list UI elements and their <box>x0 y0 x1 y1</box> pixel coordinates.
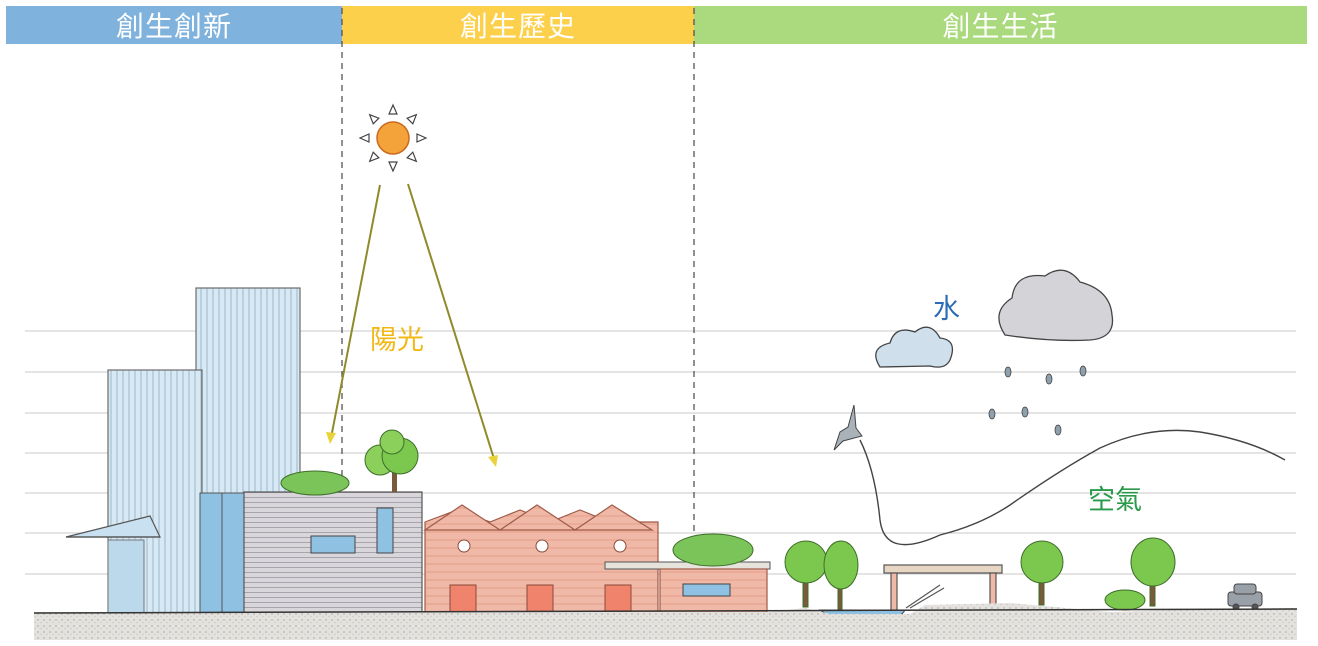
ground <box>33 603 1298 640</box>
canopy <box>65 515 161 538</box>
water-label: 水 <box>933 294 960 325</box>
car-icon <box>1227 583 1263 611</box>
section-header-history: 創生歷史 <box>342 6 694 44</box>
ray-arrowhead <box>326 432 498 467</box>
office-tower <box>107 287 301 615</box>
tree-icon <box>280 429 419 496</box>
sunlight-ray <box>330 183 496 463</box>
section-title: 創生生活 <box>942 10 1059 43</box>
bush-icon <box>672 533 754 567</box>
historic-factory <box>423 504 659 615</box>
bird-icon <box>833 404 863 451</box>
sun-icon <box>358 103 428 173</box>
gray-building <box>243 491 423 615</box>
cloud-icon <box>875 326 954 368</box>
cloud-icon <box>998 269 1114 342</box>
section-header-innovation: 創生創新 <box>6 6 342 44</box>
air-label: 空氣 <box>1088 485 1142 516</box>
sunlight-label: 陽光 <box>370 325 424 356</box>
section-header-living: 創生生活 <box>694 6 1307 44</box>
section-divider <box>341 8 695 612</box>
low-building <box>604 561 771 615</box>
pavilion <box>883 564 1003 612</box>
raindrop-icon <box>988 365 1087 436</box>
tree-icon <box>784 537 1176 611</box>
section-title: 創生歷史 <box>459 10 576 43</box>
air-flow-line <box>859 429 1286 546</box>
section-title: 創生創新 <box>115 10 232 43</box>
